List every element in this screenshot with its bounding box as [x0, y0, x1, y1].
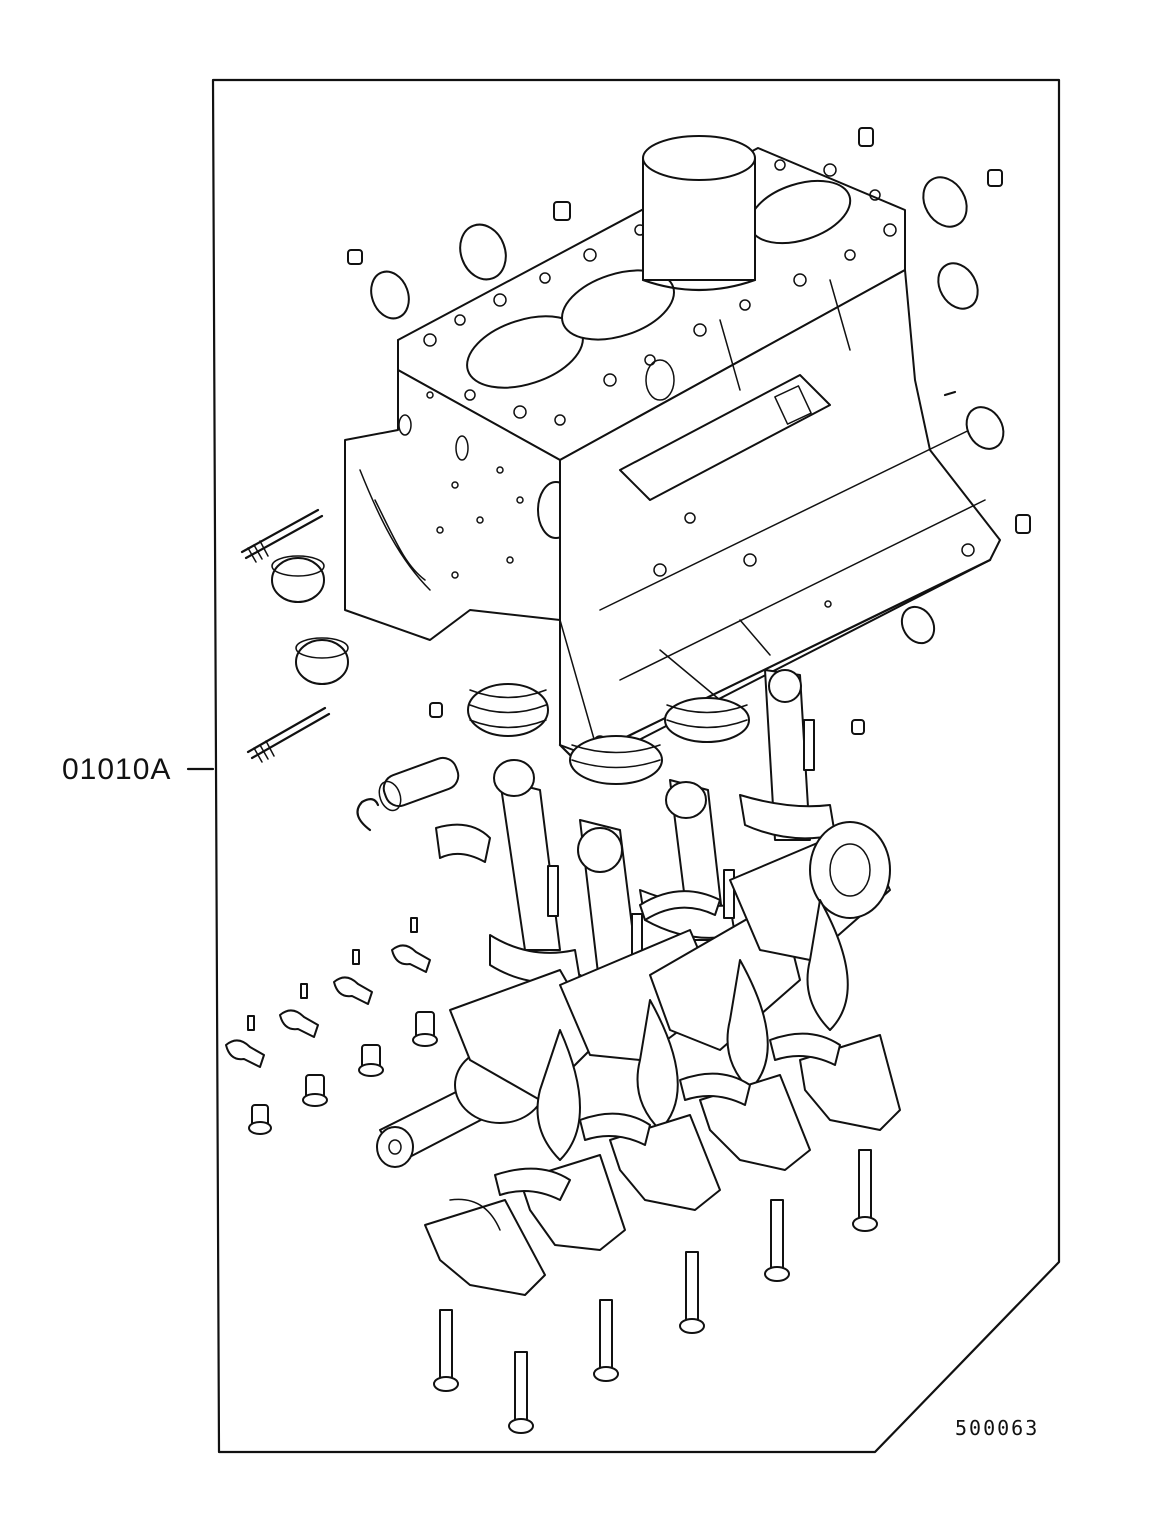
assembly-callout-label: 01010A: [62, 753, 172, 786]
crankshaft: [376, 821, 891, 1168]
bearing-shell: [435, 823, 721, 921]
oil-jet: [225, 917, 431, 1068]
snap-ring: [356, 798, 380, 832]
connecting-rod-bolt: [547, 719, 815, 967]
main-bearing-cap: [424, 1032, 901, 1296]
stud-bolt: [240, 508, 331, 763]
main-bearing-cap-bolt: [433, 1149, 878, 1434]
cylinder-block: [344, 147, 1001, 762]
check-valve-bolt: [248, 1011, 438, 1135]
diagram-border: [211, 78, 1061, 1454]
dowel-pin: [347, 127, 1031, 735]
piston: [641, 135, 757, 292]
core-plug: [271, 176, 1005, 685]
figure-number: 500063: [955, 1416, 1040, 1440]
piston-pin: [378, 756, 460, 812]
